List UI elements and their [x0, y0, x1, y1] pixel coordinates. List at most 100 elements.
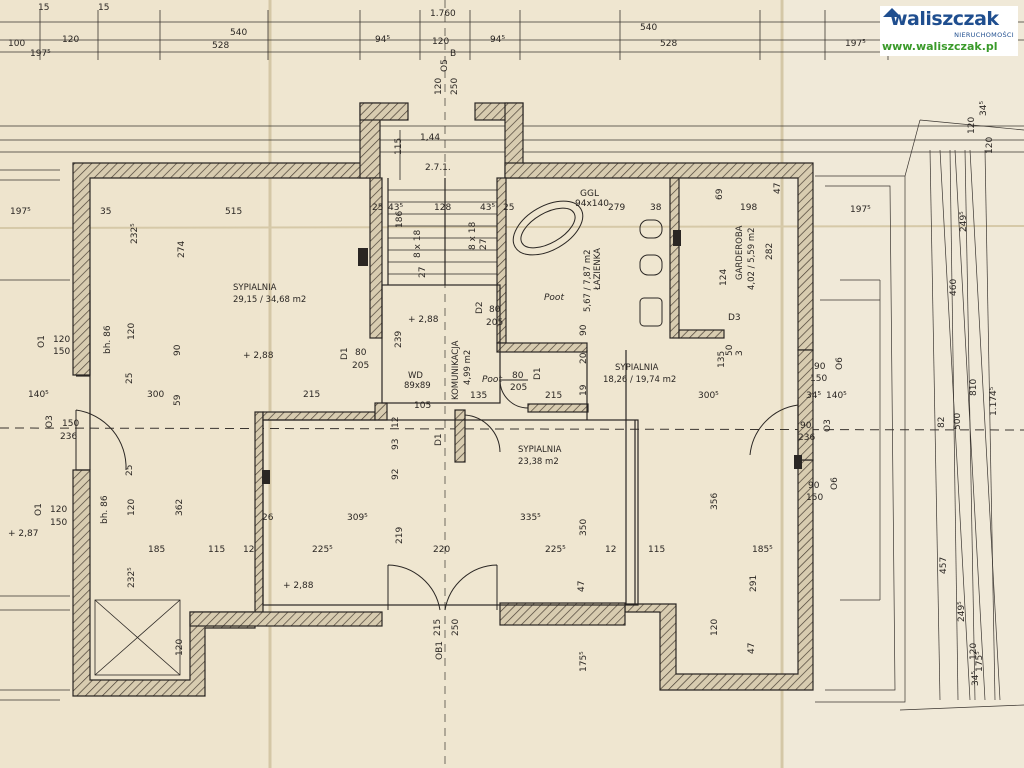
room-bedroom-right-name: SYPIALNIA: [615, 363, 659, 373]
dim-540-right: 540: [640, 23, 657, 33]
label-90a: 90: [173, 344, 183, 356]
label-d80a: 80: [355, 348, 367, 358]
label-35: 35: [100, 207, 111, 217]
label-120b: 120: [127, 499, 137, 516]
label-47c: 47: [747, 643, 757, 654]
room-hall-area: 4,99 m2: [463, 350, 473, 385]
label-bh86a: bh. 86: [103, 325, 113, 354]
label-215c: 215: [433, 619, 443, 636]
label-356: 356: [710, 493, 720, 510]
label-43b: 43⁵: [480, 203, 495, 213]
label-279: 279: [608, 203, 625, 213]
label-135b: 135: [717, 351, 727, 368]
label-59: 59: [173, 394, 183, 406]
label-o6b: O6: [830, 477, 840, 490]
label-120f: 120: [967, 117, 977, 134]
label-300: 300: [147, 390, 164, 400]
room-bathroom-name: ŁAZIENKA: [593, 248, 603, 291]
label-90r: 90: [579, 324, 589, 336]
label-stairs1: 8 x 18: [413, 230, 423, 259]
label-120a: 120: [127, 323, 137, 340]
label-19a: 19: [579, 384, 589, 396]
label-215b: 215: [545, 391, 562, 401]
label-bh86b: bh. 86: [100, 495, 110, 524]
label-w236b: 236: [798, 433, 815, 443]
label-d205c: 205: [510, 383, 527, 393]
label-w150c: 150: [62, 419, 79, 429]
label-232a: 232⁵: [130, 223, 140, 244]
room-wardrobe-area: 4,02 / 5,59 m2: [747, 227, 757, 290]
room-bedroom-center-name: SYPIALNIA: [518, 445, 562, 455]
chimneys: [262, 230, 802, 484]
label-ggl: GGL: [580, 189, 599, 199]
label-92: 92: [391, 469, 401, 480]
room-labels: SYPIALNIA 29,15 / 34,68 m2 ŁAZIENKA 5,67…: [233, 225, 757, 467]
label-pootb: Poot: [544, 293, 564, 303]
label-282: 282: [765, 243, 775, 260]
label-300b: 300⁵: [698, 391, 719, 401]
label-25c: 25: [125, 373, 135, 384]
label-120g: 120: [985, 137, 995, 154]
label-144: 1,44: [420, 133, 440, 143]
label-w90a: 90: [814, 362, 826, 372]
label-460: 460: [949, 279, 959, 296]
label-w120b: 120: [50, 505, 67, 515]
logo-name: waliszczak: [890, 8, 999, 30]
dim-94a: 94⁵: [375, 35, 390, 45]
label-1174: 1.174⁵: [989, 386, 999, 416]
label-47a: 47: [773, 183, 783, 194]
label-12b: 12: [605, 545, 616, 555]
label-291: 291: [749, 575, 759, 592]
label-o6a: O6: [835, 357, 845, 370]
label-26: 26: [262, 513, 274, 523]
label-219: 219: [395, 527, 405, 544]
dim-15b: 15: [98, 3, 109, 13]
label-185b: 185⁵: [752, 545, 773, 555]
label-225b: 225⁵: [545, 545, 566, 555]
label-500: 500: [953, 413, 963, 430]
label-198: 198: [740, 203, 757, 213]
label-82: 82: [937, 417, 947, 428]
label-v250: 250: [450, 78, 460, 95]
dim-528-left: 528: [212, 41, 229, 51]
label-225a: 225⁵: [312, 545, 333, 555]
label-515: 515: [225, 207, 242, 217]
label-115a: 115: [208, 545, 225, 555]
dim-540-left: 540: [230, 28, 247, 38]
room-hall-name: KOMUNIKACJA: [451, 340, 461, 400]
label-250c: 250: [451, 619, 461, 636]
label-s27b: 27: [479, 239, 489, 250]
label-38: 38: [650, 203, 662, 213]
room-wardrobe-name: GARDEROBA: [735, 225, 745, 280]
label-309: 309⁵: [347, 513, 368, 523]
staircase: [388, 130, 497, 275]
label-o5: O5: [440, 59, 450, 72]
label-w150b: 150: [50, 518, 67, 528]
label-34c: 34⁵: [971, 671, 981, 686]
company-logo: waliszczak NIERUCHOMOŚCI www.waliszczak.…: [880, 6, 1018, 56]
bathtub: [512, 200, 663, 327]
label-232b: 232⁵: [127, 567, 137, 588]
label-d80b: 80: [489, 305, 501, 315]
room-wd-area: 89x89: [404, 381, 431, 391]
room-bathroom-area: 5,67 / 7,87 m2: [583, 249, 593, 312]
label-ob1: OB1: [435, 641, 445, 660]
label-457: 457: [939, 557, 949, 574]
label-d80c: 80: [512, 371, 524, 381]
label-o1b: O1: [34, 503, 44, 516]
dim-197b: 197⁵: [845, 39, 866, 49]
label-12a: 12: [243, 545, 254, 555]
room-bedroom-center-area: 23,38 m2: [518, 457, 559, 467]
label-810: 810: [969, 379, 979, 396]
label-93: 93: [391, 439, 401, 450]
label-50: 50: [725, 344, 735, 356]
label-215a: 215: [303, 390, 320, 400]
dim-15a: 15: [38, 3, 49, 13]
thin-walls: [76, 178, 799, 606]
dim-528-right: 528: [660, 39, 677, 49]
label-135: 135: [470, 391, 487, 401]
skylight-cross: [94, 599, 181, 676]
label-stairs2: 8 x 18: [468, 222, 478, 251]
label-34b: 34⁵: [979, 101, 989, 116]
